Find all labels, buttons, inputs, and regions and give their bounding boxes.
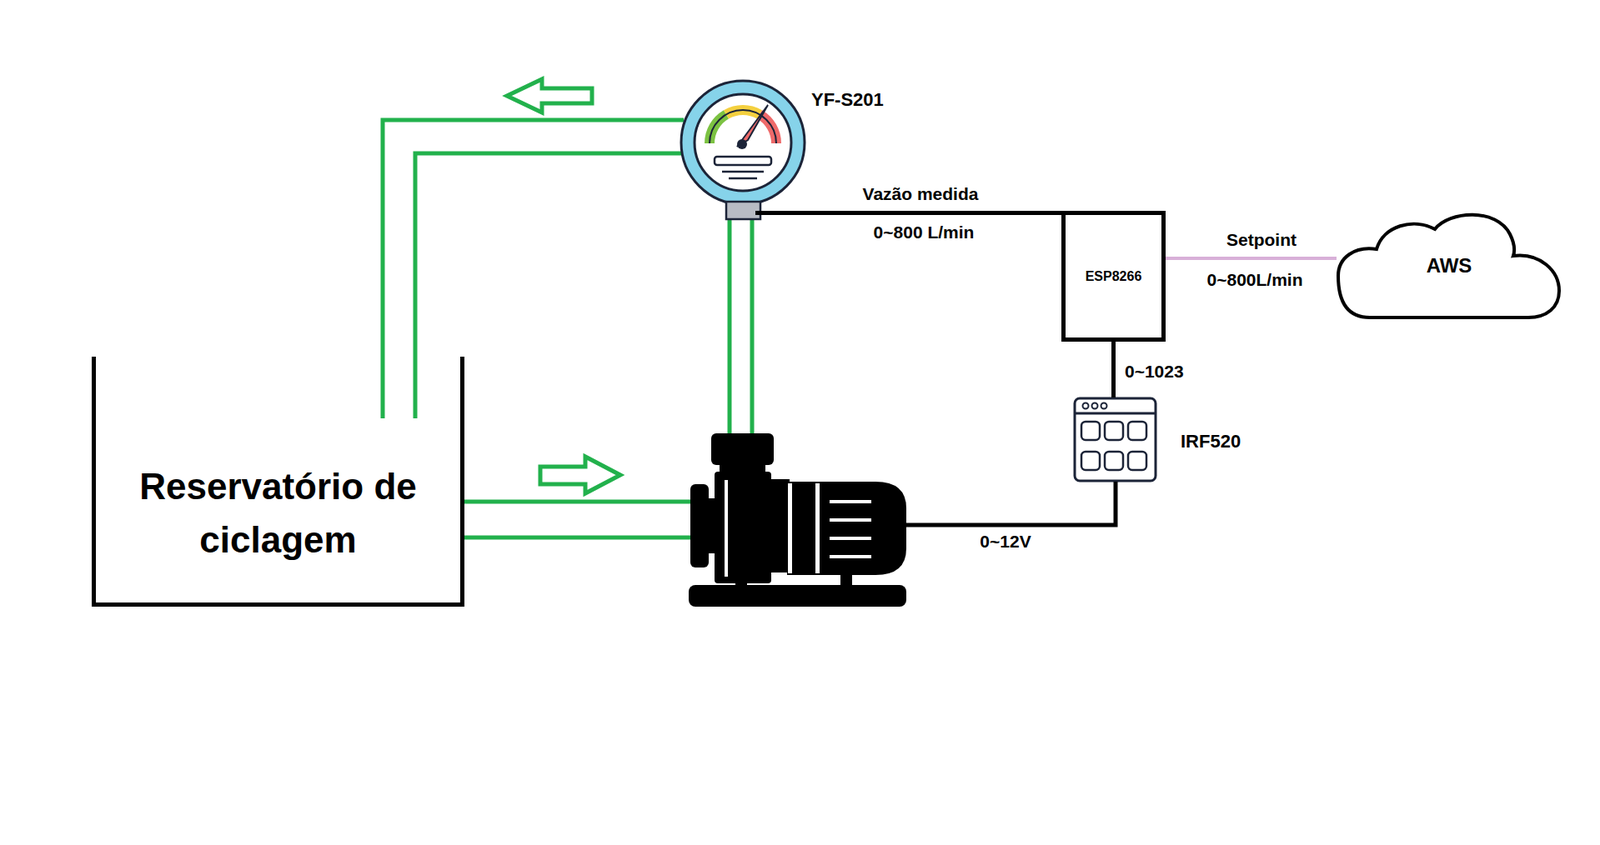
flow-arrow: [506, 79, 592, 113]
motor-gap: [815, 483, 820, 574]
gauge-window: [714, 156, 772, 166]
pump-leg: [735, 575, 748, 587]
module-cell: [1128, 421, 1147, 441]
node-text: Reservatório de ciclagem: [95, 356, 461, 567]
motor-gap: [787, 483, 793, 574]
gauge-line: [728, 177, 758, 181]
range-label: 0~800 L/min: [873, 222, 975, 243]
pump-flange: [711, 433, 774, 466]
module-dot: [1101, 403, 1108, 410]
module-case: [1074, 398, 1156, 482]
reservoir-tank: Reservatório de ciclagem: [91, 356, 465, 607]
signal-wire: [1111, 341, 1116, 398]
gauge-stem: [726, 201, 761, 220]
mosfet-module: IRF520: [1073, 397, 1157, 482]
pump-leg: [840, 573, 853, 587]
pump-base: [688, 585, 907, 607]
voltage-label: 0~12V: [979, 531, 1031, 552]
flow-arrow: [540, 456, 621, 494]
suction-pipe: [464, 536, 693, 541]
pump-symbol: [688, 433, 907, 607]
pump-coupling: [771, 479, 790, 573]
signal-wire: [810, 210, 1062, 216]
signal-wire: [1165, 256, 1337, 261]
pump-inlet: [707, 498, 718, 554]
pump-inlet: [690, 484, 709, 568]
motor-wire: [904, 481, 1116, 526]
flow-meter-symbol: [681, 80, 813, 220]
driver-module-symbol: [1074, 398, 1156, 482]
riser-pipe: [750, 219, 755, 436]
gauge-line: [722, 170, 764, 174]
node-text: ESP8266: [1085, 269, 1143, 285]
motor-fin: [829, 555, 872, 559]
pump-neck: [719, 461, 766, 474]
module-cell: [1128, 451, 1147, 471]
module-dot: [1092, 403, 1099, 410]
node-text: YF-S201: [811, 89, 884, 111]
gauge-ring: [681, 80, 805, 205]
edge-label: Vazão medida: [862, 184, 979, 205]
gauge-face: [694, 94, 792, 191]
module-cell: [1081, 451, 1100, 471]
module-cell: [1081, 421, 1100, 441]
edge-label: 0~1023: [1124, 361, 1184, 382]
controller-box: ESP8266: [1061, 210, 1166, 342]
riser-pipe: [727, 219, 733, 436]
motor-fin: [829, 500, 872, 504]
node-text: IRF520: [1180, 431, 1241, 453]
module-bar: [1074, 412, 1156, 416]
sensor-lead: [755, 210, 813, 216]
module-cell: [1104, 421, 1124, 441]
motor-fin: [829, 536, 872, 541]
motor-fin: [829, 518, 872, 522]
pump-motor: [787, 481, 907, 576]
edge-label: Setpoint: [1226, 230, 1297, 251]
range-label: 0~800L/min: [1207, 270, 1304, 291]
cloud-node: AWS: [1336, 209, 1562, 322]
pump-stripe: [724, 480, 728, 577]
module-cell: [1104, 451, 1124, 471]
suction-pipe: [464, 500, 693, 505]
node-text: AWS: [1336, 254, 1562, 278]
flow-sensor: YF-S201: [677, 77, 811, 224]
gauge-hub: [737, 139, 748, 150]
return-pipe: [415, 153, 682, 419]
pump-body: [714, 471, 772, 584]
return-pipe: [382, 120, 684, 419]
module-dot: [1083, 403, 1089, 410]
